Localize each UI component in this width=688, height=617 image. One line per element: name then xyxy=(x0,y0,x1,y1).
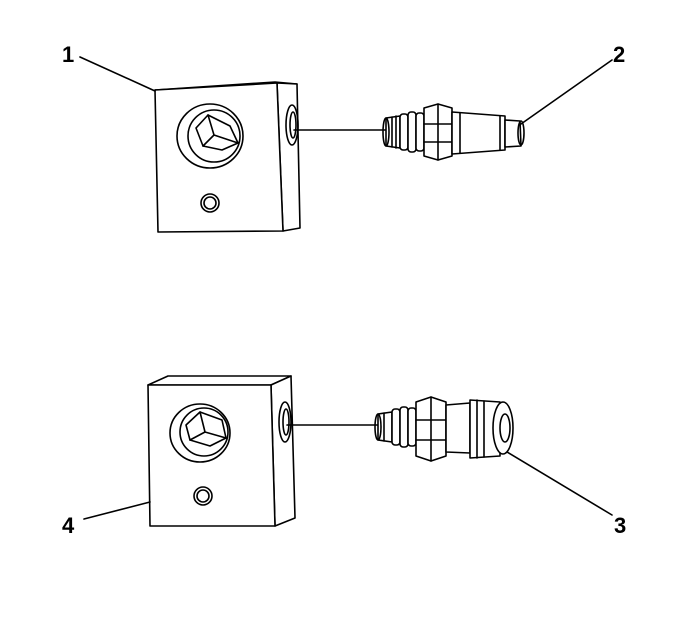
leader-line-4 xyxy=(83,501,151,520)
block-top xyxy=(154,81,301,233)
callout-1: 1 xyxy=(62,42,74,67)
block-bottom xyxy=(147,375,296,527)
callout-3: 3 xyxy=(614,513,626,538)
fitting-top xyxy=(382,103,525,161)
leader-line-2 xyxy=(520,59,613,125)
leader-line-3 xyxy=(506,451,613,516)
callout-4: 4 xyxy=(62,513,75,538)
fitting-bottom xyxy=(374,396,514,462)
callout-2: 2 xyxy=(613,42,625,67)
leader-line-1 xyxy=(79,56,156,92)
